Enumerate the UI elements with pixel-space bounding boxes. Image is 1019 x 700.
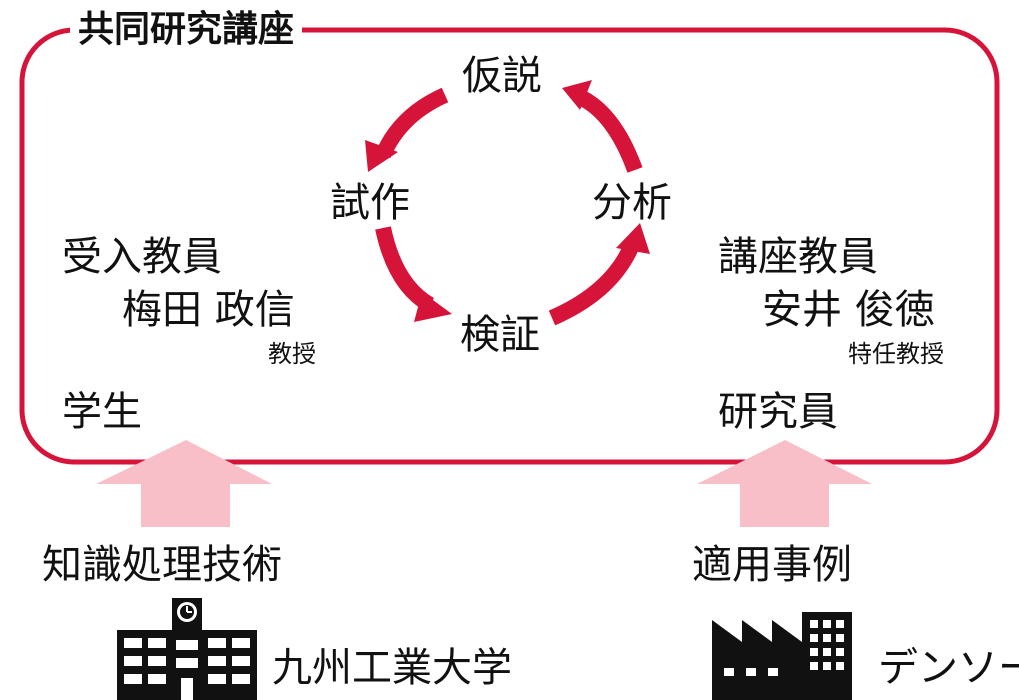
right-member: 研究員 bbox=[718, 389, 838, 435]
right-position: 特任教授 bbox=[848, 340, 944, 368]
diagram-title: 共同研究講座 bbox=[70, 12, 303, 48]
input-arrow-right bbox=[697, 440, 872, 527]
input-arrow-left bbox=[96, 440, 272, 527]
arrow-hypothesis-to-prototype bbox=[375, 87, 449, 159]
left-name: 梅田 政信 bbox=[122, 287, 295, 333]
cycle-arrows bbox=[365, 80, 650, 326]
arrow-verification-to-analysis bbox=[548, 241, 640, 326]
cycle-analysis: 分析 bbox=[592, 180, 672, 226]
lecture-frame bbox=[19, 27, 1000, 465]
school-building-icon bbox=[117, 598, 257, 700]
arrow-analysis-to-hypothesis bbox=[578, 90, 643, 173]
left-member: 学生 bbox=[62, 389, 142, 435]
left-position: 教授 bbox=[268, 340, 316, 368]
right-name: 安井 俊徳 bbox=[762, 287, 935, 333]
right-organization: デンソー bbox=[878, 645, 1019, 691]
cycle-hypothesis: 仮説 bbox=[462, 53, 542, 99]
left-organization: 九州工業大学 bbox=[272, 645, 512, 691]
right-input: 適用事例 bbox=[692, 542, 852, 588]
left-input: 知識処理技術 bbox=[42, 542, 282, 588]
right-role: 講座教員 bbox=[718, 234, 878, 280]
left-role: 受入教員 bbox=[62, 234, 222, 280]
cycle-prototype: 試作 bbox=[330, 180, 410, 226]
cycle-verification: 検証 bbox=[460, 312, 540, 358]
factory-icon bbox=[712, 612, 852, 700]
